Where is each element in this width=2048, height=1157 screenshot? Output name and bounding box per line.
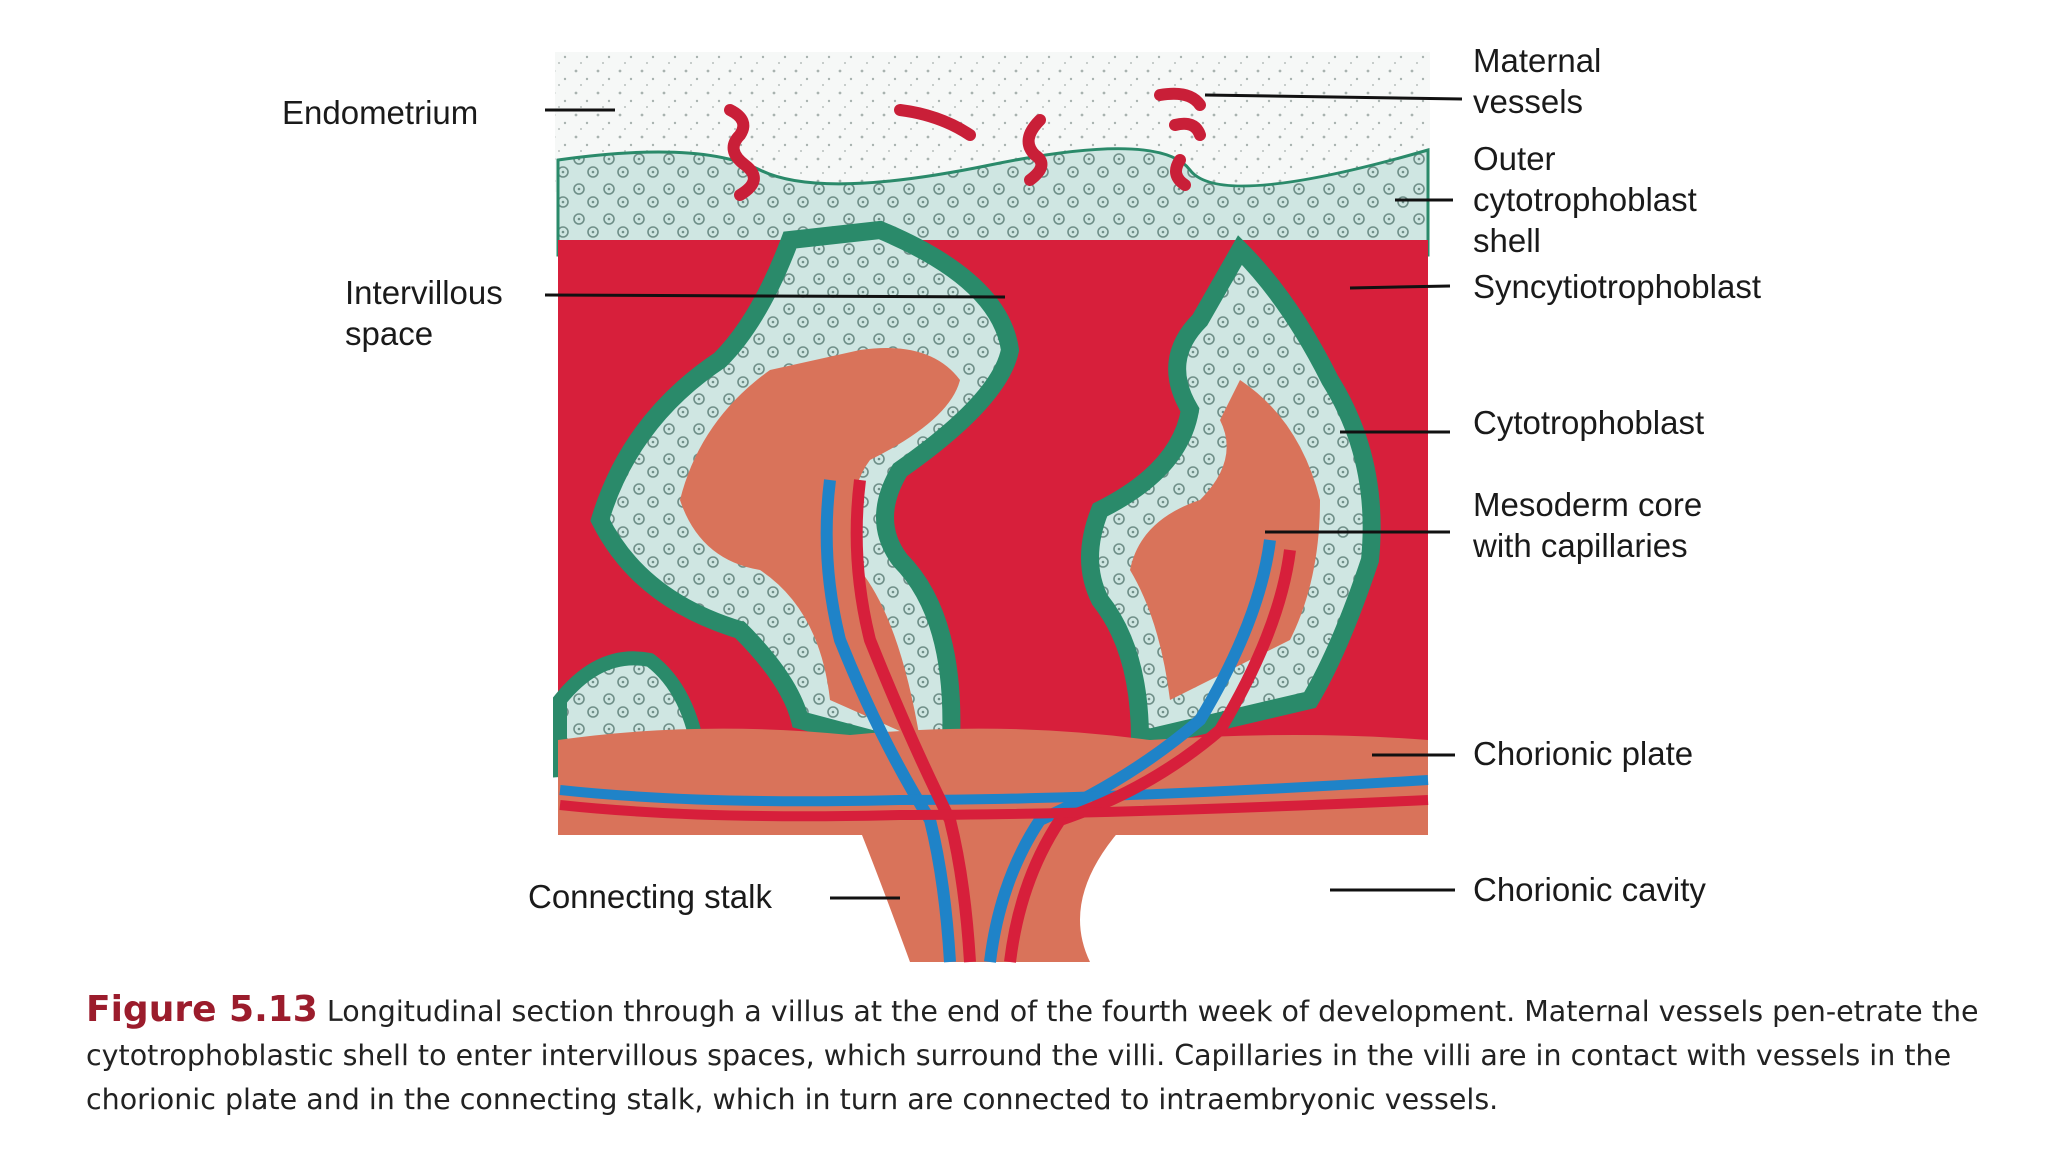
label-intervillous-space: Intervillous space xyxy=(345,272,503,354)
caption-text: Longitudinal section through a villus at… xyxy=(86,995,1979,1116)
label-outer-cytotrophoblast-shell: Outer cytotrophoblast shell xyxy=(1473,138,1697,261)
label-cytotrophoblast: Cytotrophoblast xyxy=(1473,402,1704,443)
label-syncytiotrophoblast: Syncytiotrophoblast xyxy=(1473,266,1761,307)
label-mesoderm-core: Mesoderm core with capillaries xyxy=(1473,484,1702,566)
figure-number: Figure 5.13 xyxy=(86,989,318,1030)
label-endometrium: Endometrium xyxy=(282,92,478,133)
label-maternal-vessels: Maternal vessels xyxy=(1473,40,1601,122)
label-chorionic-plate: Chorionic plate xyxy=(1473,733,1693,774)
label-chorionic-cavity: Chorionic cavity xyxy=(1473,869,1706,910)
figure-caption: Figure 5.13 Longitudinal section through… xyxy=(86,988,1996,1122)
label-connecting-stalk: Connecting stalk xyxy=(528,876,772,917)
